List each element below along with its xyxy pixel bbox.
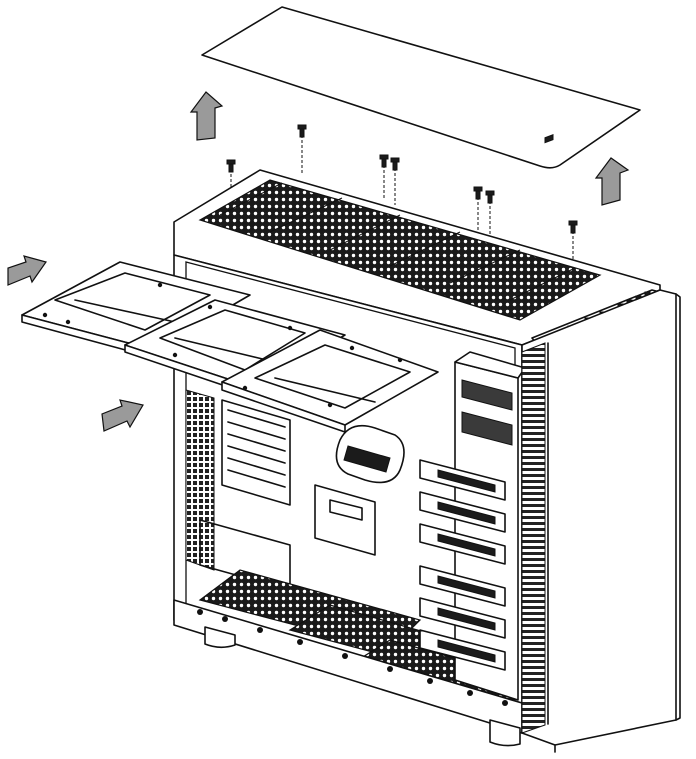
arrow-up-left	[189, 91, 224, 141]
front-bezel	[521, 289, 681, 753]
drive-cage	[419, 351, 526, 701]
top-fan-mesh	[198, 179, 602, 321]
screw	[390, 157, 400, 205]
arrow-right-bottom	[101, 399, 144, 432]
screw	[379, 154, 389, 200]
top-screws	[226, 124, 578, 262]
hdd-trays	[419, 459, 506, 671]
case-feet	[204, 626, 521, 747]
pci-slots	[221, 399, 291, 506]
ssd-bracket-tray	[21, 261, 439, 433]
top-panel-cover	[201, 6, 641, 169]
screw	[297, 124, 307, 175]
arrow-up-right	[594, 157, 630, 206]
screw	[226, 159, 236, 205]
screw	[473, 186, 483, 230]
arrow-right-top	[7, 255, 47, 286]
screw	[568, 220, 578, 262]
drive-bay-top	[461, 379, 513, 446]
screw	[485, 190, 495, 235]
cable-grommet	[335, 424, 405, 484]
